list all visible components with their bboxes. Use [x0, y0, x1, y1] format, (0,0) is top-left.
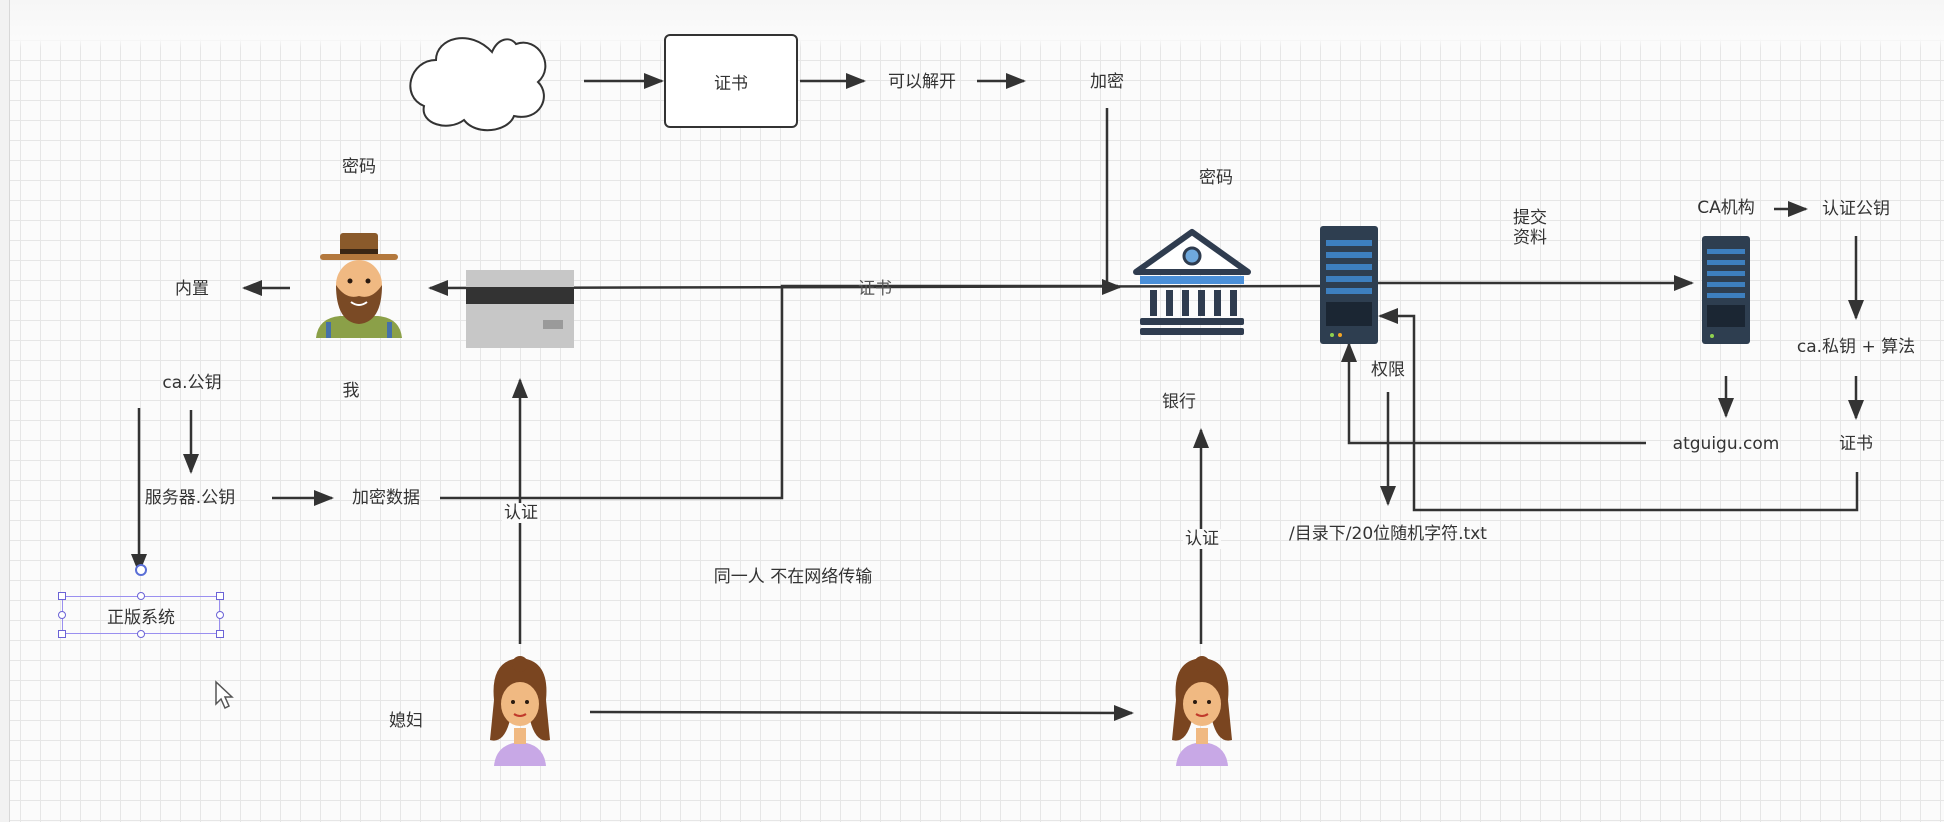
ca-pubkey-label[interactable]: ca.公钥: [162, 373, 222, 393]
resize-handle-e[interactable]: [216, 611, 224, 619]
file-path-label[interactable]: /目录下/20位随机字符.txt: [1289, 524, 1487, 544]
resize-handle-se[interactable]: [216, 630, 224, 638]
wife-label[interactable]: 媳妇: [389, 711, 423, 731]
bank-card-icon[interactable]: [466, 270, 574, 348]
resize-handle-ne[interactable]: [216, 592, 224, 600]
canvas-top-edge: [0, 0, 1944, 48]
top-arrows: [584, 73, 1109, 287]
submit-docs-label[interactable]: 提交 资料: [1513, 208, 1547, 249]
ca-server-icon[interactable]: [1702, 236, 1750, 344]
certificate-box[interactable]: 证书: [664, 34, 798, 128]
woman-avatar-icon[interactable]: [490, 656, 550, 766]
password-label-right[interactable]: 密码: [1199, 168, 1233, 188]
genuine-system-label: 正版系统: [107, 607, 175, 628]
resize-handle-n[interactable]: [137, 592, 145, 600]
cert-right-label[interactable]: 证书: [1839, 434, 1873, 454]
auth-label-left[interactable]: 认证: [502, 503, 540, 524]
cert-mid-label[interactable]: 证书: [858, 279, 892, 299]
mouse-cursor-icon: [215, 680, 234, 710]
canvas-left-edge: [0, 0, 10, 822]
certificate-box-label: 证书: [714, 73, 748, 94]
password-label-left[interactable]: 密码: [342, 157, 376, 177]
man-avatar-icon[interactable]: [316, 233, 402, 338]
auth-pubkey-label[interactable]: 认证公钥: [1822, 199, 1890, 219]
woman-avatar-icon[interactable]: [1172, 656, 1232, 766]
permission-label[interactable]: 权限: [1371, 360, 1405, 380]
encrypt-label[interactable]: 加密: [1090, 72, 1124, 92]
auth-label-right[interactable]: 认证: [1183, 529, 1221, 550]
cloud-icon[interactable]: [409, 37, 547, 132]
bank-label[interactable]: 银行: [1162, 392, 1196, 412]
me-label[interactable]: 我: [342, 381, 360, 401]
bank-building-icon[interactable]: [1133, 229, 1251, 335]
server-icon[interactable]: [1320, 226, 1378, 344]
main-connectors: [242, 275, 1694, 500]
resize-handle-nw[interactable]: [58, 592, 66, 600]
resize-handle-s[interactable]: [137, 630, 145, 638]
right-flow-arrows: [1341, 201, 1864, 512]
ca-privkey-algo-label[interactable]: ca.私钥 + 算法: [1796, 337, 1916, 357]
ca-org-label[interactable]: CA机构: [1697, 198, 1755, 218]
resize-handle-sw[interactable]: [58, 630, 66, 638]
genuine-system-box[interactable]: 正版系统: [62, 596, 220, 634]
rotate-handle[interactable]: [135, 564, 147, 576]
same-person-note[interactable]: 同一人 不在网络传输: [713, 567, 873, 587]
resize-handle-w[interactable]: [58, 611, 66, 619]
can-decrypt-label[interactable]: 可以解开: [888, 72, 956, 92]
server-pubkey-label[interactable]: 服务器.公钥: [144, 488, 236, 508]
encrypted-data-label[interactable]: 加密数据: [352, 488, 420, 508]
left-flow-arrows: [131, 378, 1209, 721]
builtin-label[interactable]: 内置: [175, 279, 209, 299]
domain-label[interactable]: atguigu.com: [1672, 434, 1780, 454]
